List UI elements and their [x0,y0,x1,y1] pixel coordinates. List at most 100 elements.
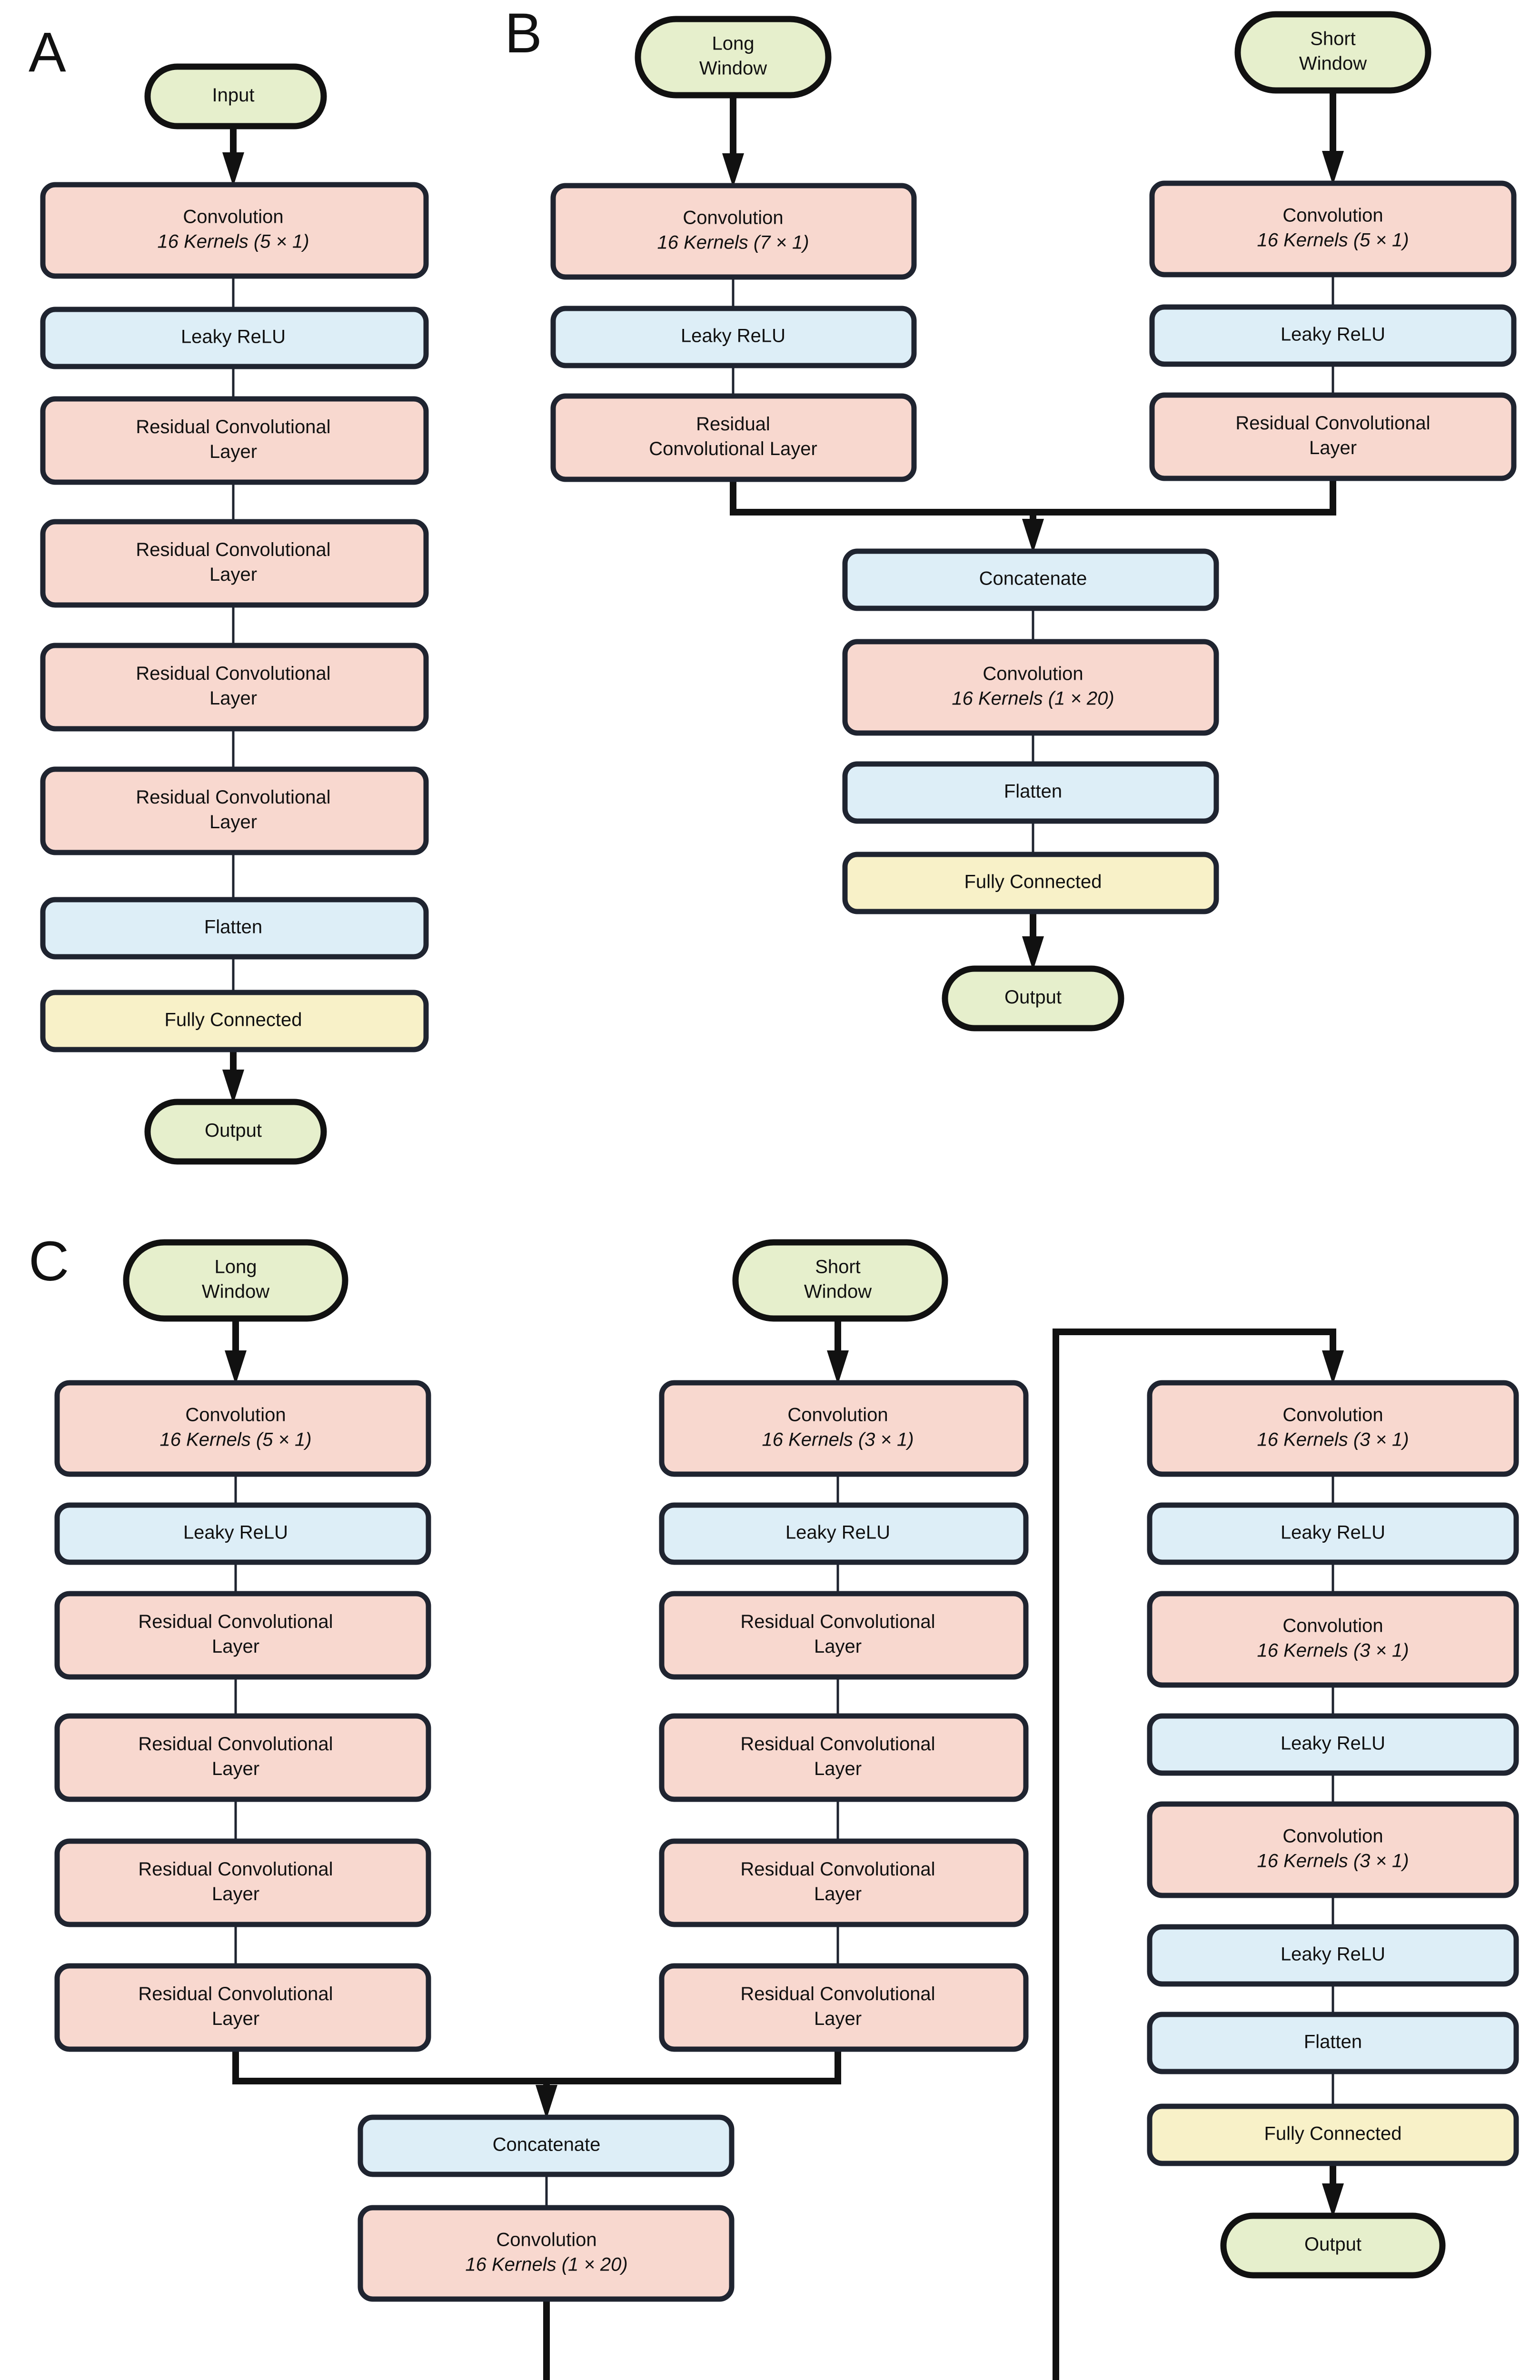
node-a-conv[interactable]: Convolution 16 Kernels (5 × 1) [40,182,429,279]
node-label: Output [1004,987,1062,1008]
node-label: 16 Kernels (7 × 1) [657,232,809,253]
node-c-head-output[interactable]: Output [1220,2212,1446,2279]
node-c-head-relu3[interactable]: Leaky ReLU [1147,1924,1519,1987]
node-b-output[interactable]: Output [942,965,1124,1031]
node-shape-conv [659,1591,1029,1680]
node-label: Convolution [1282,1826,1383,1847]
node-c-concat[interactable]: Concatenate [358,2114,735,2177]
arrowhead-icon [827,1350,849,1385]
node-label: Fully Connected [1264,2123,1401,2144]
node-c-short-relu[interactable]: Leaky ReLU [659,1502,1029,1565]
node-b-short-relu[interactable]: Leaky ReLU [1149,304,1517,367]
node-label: Layer [212,1758,259,1779]
node-a-flatten[interactable]: Flatten [40,897,429,960]
node-b-flatten[interactable]: Flatten [842,761,1219,824]
node-label: Residual Convolutional [138,1611,333,1632]
node-label: Convolution [1282,1405,1383,1426]
node-label: Convolution [185,1405,286,1426]
node-a-output[interactable]: Output [144,1099,327,1165]
node-c-head-fc[interactable]: Fully Connected [1147,2103,1519,2166]
node-shape-conv [550,183,917,280]
node-label: Residual [696,414,770,435]
node-label: Layer [209,812,257,833]
panel-letter-c: C [29,1230,69,1293]
node-label: Layer [814,1758,862,1779]
node-shape-conv [659,1380,1029,1477]
node-shape-conv [40,182,429,279]
node-label: Residual Convolutional [1235,413,1430,434]
node-label: Output [1304,2234,1361,2255]
node-shape-conv [659,1838,1029,1927]
node-label: Input [212,85,255,106]
node-label: Layer [209,564,257,585]
node-c-head-relu1[interactable]: Leaky ReLU [1147,1502,1519,1565]
node-label: Layer [209,688,257,709]
node-label: Convolution [1282,1616,1383,1636]
node-label: 16 Kernels (5 × 1) [157,231,309,252]
arrowhead-icon [225,1350,247,1385]
node-a-relu[interactable]: Leaky ReLU [40,307,429,369]
node-c-head-relu2[interactable]: Leaky ReLU [1147,1713,1519,1776]
node-shape-activation [842,548,1219,611]
node-c-long-relu[interactable]: Leaky ReLU [54,1502,431,1565]
node-shape-conv [54,1963,431,2052]
node-b-concat[interactable]: Concatenate [842,548,1219,611]
arrowhead-icon [536,2085,557,2119]
node-label: Layer [814,1884,862,1904]
node-c-head-flatten[interactable]: Flatten [1147,2012,1519,2074]
node-label: Leaky ReLU [681,326,785,347]
node-label: Leaky ReLU [1281,1522,1385,1543]
node-label: Window [1299,53,1367,74]
node-label: Convolutional Layer [649,438,817,459]
node-label: Convolution [183,207,283,228]
node-shape-activation [659,1502,1029,1565]
node-shape-conv [40,396,429,485]
node-label: Leaky ReLU [1281,1733,1385,1754]
node-label: Residual Convolutional [136,416,330,437]
node-shape-io [144,63,327,129]
node-label: 16 Kernels (3 × 1) [762,1429,914,1450]
arrowhead-icon [1022,519,1044,553]
node-shape-conv [550,393,917,482]
node-b-fc[interactable]: Fully Connected [842,852,1219,914]
node-shape-activation [1149,304,1517,367]
node-shape-conv [40,643,429,732]
node-a-fc[interactable]: Fully Connected [40,990,429,1052]
node-label: Long [712,33,755,54]
node-label: Leaky ReLU [1281,1944,1385,1965]
node-b-long-relu[interactable]: Leaky ReLU [550,306,917,368]
node-label: Short [1310,29,1356,50]
node-label: Residual Convolutional [138,1859,333,1880]
arrowhead-icon [1022,936,1044,971]
node-a-input[interactable]: Input [144,63,327,129]
